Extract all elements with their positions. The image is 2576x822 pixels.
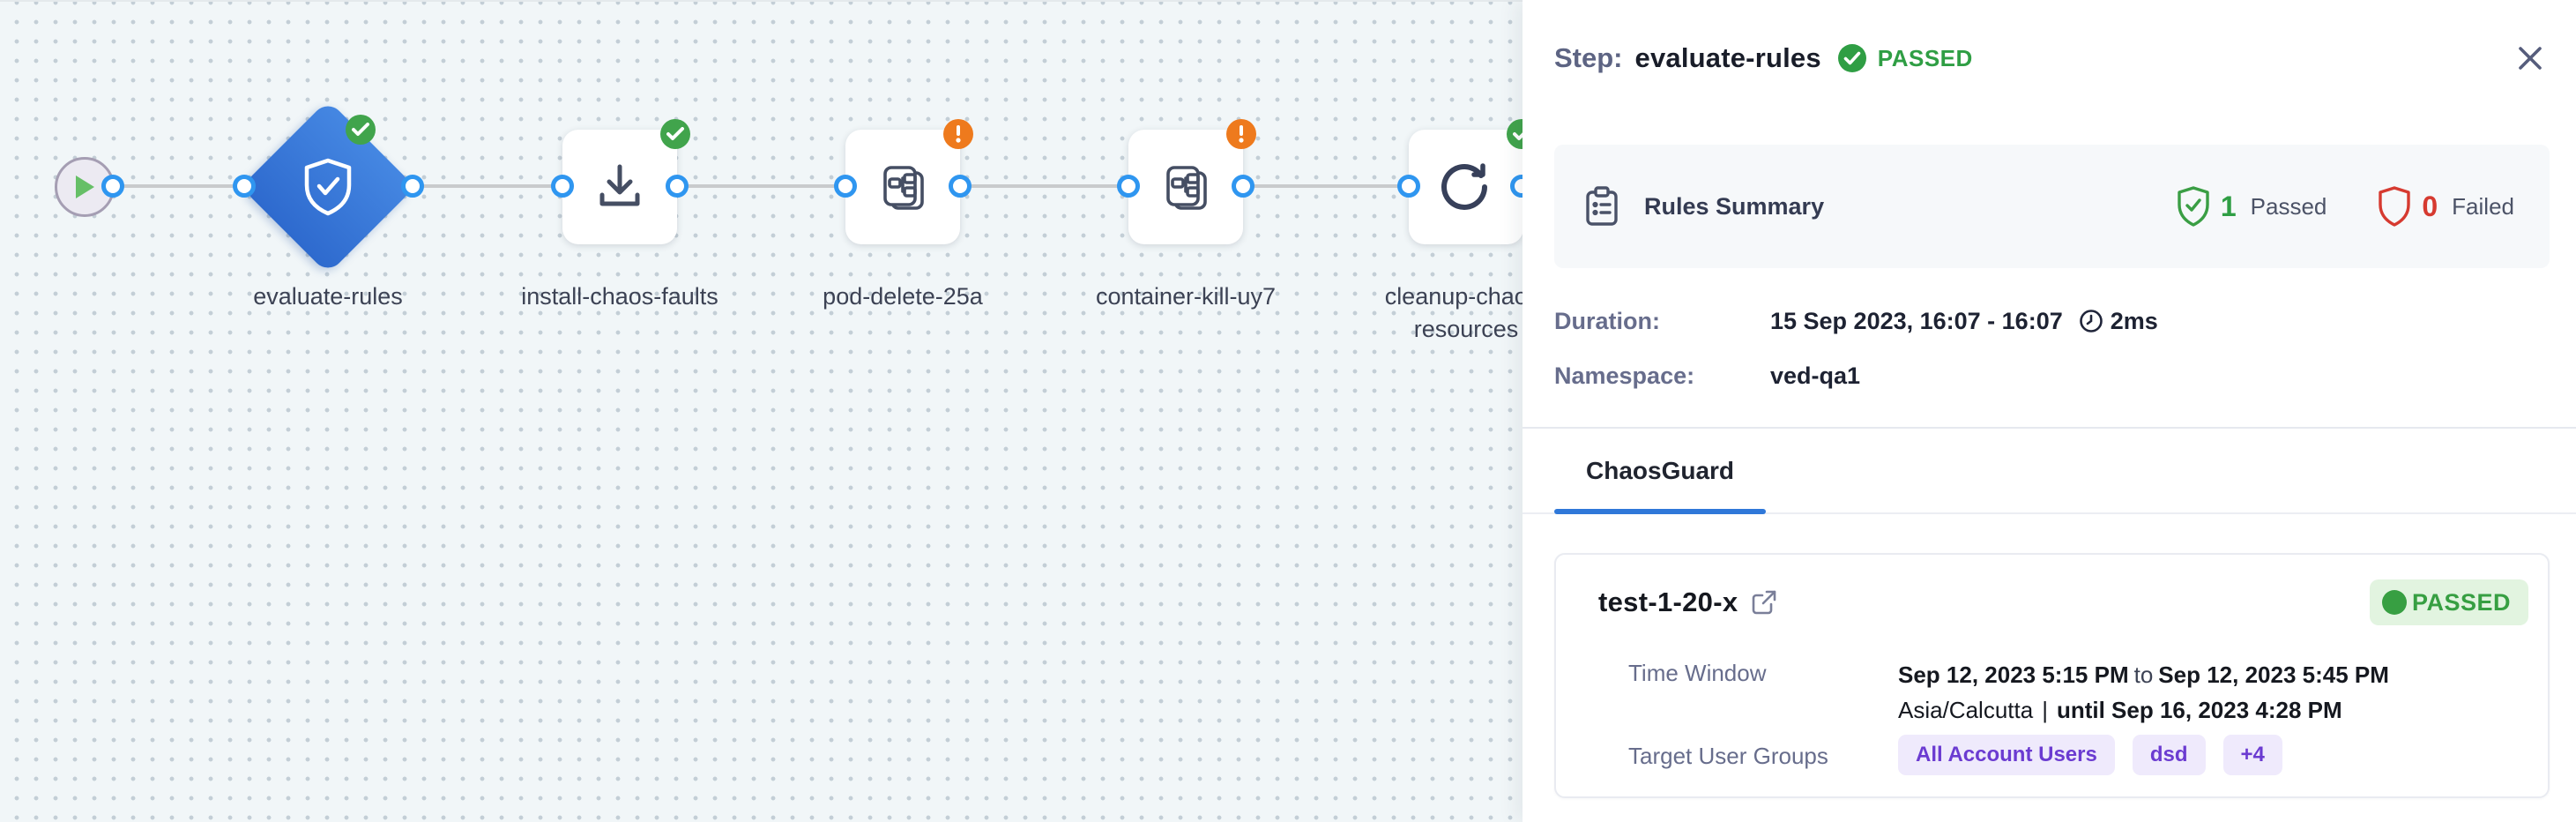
time-window-label: Time Window bbox=[1628, 660, 1767, 686]
connector-dot bbox=[1117, 175, 1140, 198]
refresh-icon bbox=[1439, 160, 1493, 214]
namespace-value: ved-qa1 bbox=[1770, 362, 1861, 389]
status-dot bbox=[2381, 590, 2407, 615]
clipboard-icon bbox=[1582, 185, 1621, 228]
close-icon[interactable] bbox=[2511, 39, 2550, 78]
pipeline-node-pod-delete-25a[interactable] bbox=[845, 130, 960, 244]
node-label-cleanup-chaos-resources: cleanup-chaos-resources bbox=[1384, 283, 1548, 342]
check-circle-icon bbox=[1837, 43, 1867, 73]
connector-dot bbox=[101, 175, 124, 198]
shield-failed-icon bbox=[2376, 185, 2413, 228]
step-name: evaluate-rules bbox=[1634, 42, 1821, 73]
pipeline-connector-line bbox=[104, 184, 1529, 188]
target-user-groups-row: Target User Groups All Account Users dsd… bbox=[1556, 735, 2528, 775]
passed-count: 1 bbox=[2220, 190, 2237, 222]
chaos-fault-icon bbox=[875, 160, 930, 214]
user-group-chip: All Account Users bbox=[1898, 735, 2115, 775]
until-text: until Sep 16, 2023 4:28 PM bbox=[2056, 697, 2342, 723]
connector-dot bbox=[1397, 175, 1420, 198]
duration-elapsed: 2ms bbox=[2110, 307, 2158, 334]
target-user-groups-label: Target User Groups bbox=[1628, 743, 1828, 769]
duration-label: Duration: bbox=[1554, 307, 1660, 334]
rules-summary-title: Rules Summary bbox=[1644, 192, 1825, 220]
connector-dot bbox=[1232, 175, 1254, 198]
shield-passed-icon bbox=[2175, 185, 2212, 228]
active-tab-indicator bbox=[1554, 509, 1767, 514]
rules-summary-box: Rules Summary 1 Passed 0 Failed bbox=[1554, 145, 2550, 268]
pipeline-node-container-kill-uy7[interactable] bbox=[1128, 130, 1243, 244]
step-details-panel: Step: evaluate-rules PASSED Rules Summar… bbox=[1523, 0, 2576, 822]
pipeline-node-install-chaos-faults[interactable] bbox=[562, 130, 677, 244]
step-status-text: PASSED bbox=[1877, 44, 1973, 71]
download-icon bbox=[594, 161, 645, 213]
play-icon bbox=[73, 174, 96, 200]
timezone: Asia/Calcutta bbox=[1898, 697, 2034, 723]
node-label-evaluate-rules: evaluate-rules bbox=[253, 283, 403, 310]
status-passed-badge bbox=[346, 115, 376, 145]
panel-header: Step: evaluate-rules PASSED bbox=[1554, 37, 2550, 79]
user-group-chip: dsd bbox=[2132, 735, 2206, 775]
tab-chaosguard[interactable]: ChaosGuard bbox=[1554, 429, 1767, 514]
status-warning-badge bbox=[1226, 119, 1256, 149]
rule-status-badge: PASSED bbox=[2369, 579, 2528, 625]
chaos-fault-icon bbox=[1158, 160, 1213, 214]
connector-dot bbox=[949, 175, 972, 198]
passed-label: Passed bbox=[2250, 192, 2327, 220]
duration-row: Duration: 15 Sep 2023, 16:07 - 16:07 2ms bbox=[1554, 303, 2550, 339]
namespace-row: Namespace: ved-qa1 bbox=[1554, 358, 2550, 393]
status-passed-badge bbox=[660, 119, 690, 149]
chaosguard-rule-card: test-1-20-x PASSED Time Window Sep 12, 2… bbox=[1554, 553, 2550, 798]
failed-count: 0 bbox=[2422, 190, 2438, 222]
section-divider bbox=[1523, 427, 2576, 429]
clock-icon bbox=[2079, 309, 2103, 333]
external-link-icon[interactable] bbox=[1752, 590, 1776, 615]
connector-dot bbox=[834, 175, 857, 198]
duration-value: 15 Sep 2023, 16:07 - 16:07 bbox=[1770, 307, 2063, 334]
rule-name: test-1-20-x bbox=[1598, 587, 1738, 617]
failed-label: Failed bbox=[2452, 192, 2514, 220]
namespace-label: Namespace: bbox=[1554, 362, 1695, 389]
connector-dot bbox=[233, 175, 256, 198]
node-label-container-kill-uy7: container-kill-uy7 bbox=[1095, 283, 1277, 310]
pipeline-node-evaluate-rules[interactable] bbox=[241, 100, 415, 274]
pipeline-node-cleanup-chaos-resources[interactable] bbox=[1409, 130, 1523, 244]
connector-dot bbox=[551, 175, 574, 198]
step-label: Step: bbox=[1554, 42, 1623, 73]
status-warning-badge bbox=[943, 119, 973, 149]
time-window-to: Sep 12, 2023 5:45 PM bbox=[2158, 661, 2389, 688]
connector-dot bbox=[666, 175, 689, 198]
node-label-install-chaos-faults: install-chaos-faults bbox=[521, 283, 718, 310]
user-group-chip-more[interactable]: +4 bbox=[2222, 735, 2282, 775]
node-label-pod-delete-25a: pod-delete-25a bbox=[823, 283, 983, 310]
rules-summary-counts: 1 Passed 0 Failed bbox=[2175, 185, 2514, 228]
shield-check-icon bbox=[299, 156, 357, 218]
time-window-from: Sep 12, 2023 5:15 PM bbox=[1898, 661, 2129, 688]
tab-bar: ChaosGuard bbox=[1523, 429, 2576, 514]
connector-dot bbox=[401, 175, 424, 198]
